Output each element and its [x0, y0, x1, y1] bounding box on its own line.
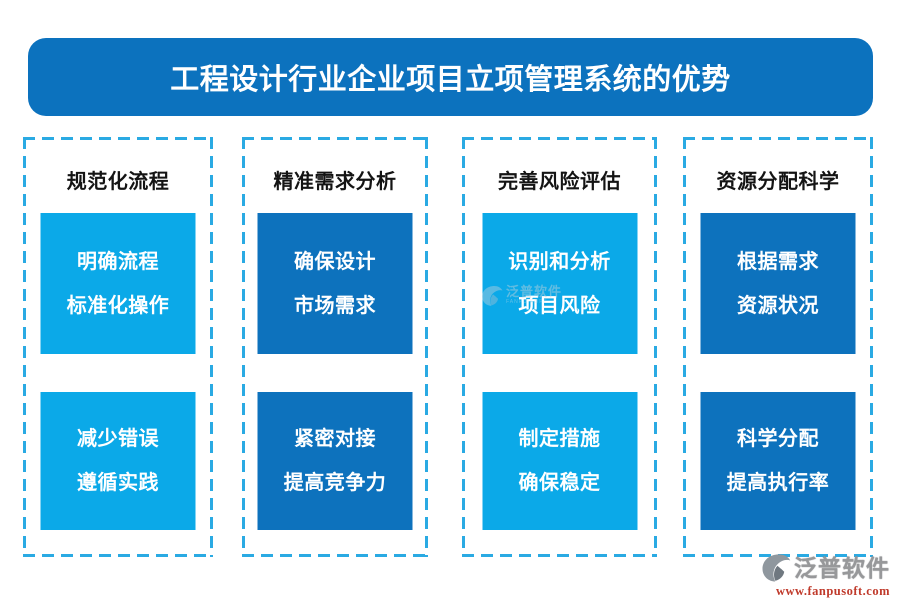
column-standardized-process: 规范化流程 明确流程 标准化操作 减少错误 遵循实践 — [23, 137, 213, 557]
feature-box: 明确流程 标准化操作 — [40, 213, 196, 354]
feature-line: 紧密对接 — [294, 428, 376, 450]
title-banner: 工程设计行业企业项目立项管理系统的优势 — [28, 38, 873, 116]
feature-line: 提高执行率 — [726, 472, 830, 494]
brand-name: 泛普软件 — [794, 554, 890, 581]
brand-url: www.fanpusoft.com — [775, 584, 890, 598]
feature-line: 标准化操作 — [66, 294, 170, 317]
fanpu-logo-icon — [762, 554, 791, 582]
column-resource-allocation: 资源分配科学 根据需求 资源状况 科学分配 提高执行率 — [683, 137, 873, 557]
feature-line: 制定措施 — [518, 428, 601, 450]
feature-line: 确保稳定 — [518, 472, 601, 494]
feature-box: 识别和分析 项目风险 — [482, 213, 637, 354]
feature-line: 明确流程 — [77, 250, 159, 273]
column-risk-assessment: 完善风险评估 识别和分析 项目风险 制定措施 确保稳定 — [462, 137, 657, 557]
feature-line: 市场需求 — [294, 294, 376, 317]
feature-box: 确保设计 市场需求 — [257, 213, 413, 354]
feature-line: 资源状况 — [737, 294, 819, 317]
column-header: 精准需求分析 — [273, 171, 397, 193]
feature-line: 项目风险 — [518, 294, 601, 317]
column-header: 完善风险评估 — [498, 171, 621, 193]
column-demand-analysis: 精准需求分析 确保设计 市场需求 紧密对接 提高竞争力 — [242, 137, 428, 557]
feature-line: 提高竞争力 — [283, 472, 387, 494]
brand-row: 泛普软件 — [760, 553, 890, 583]
feature-box: 制定措施 确保稳定 — [482, 392, 637, 530]
feature-line: 遵循实践 — [77, 472, 159, 494]
feature-line: 科学分配 — [737, 428, 819, 450]
feature-box: 紧密对接 提高竞争力 — [257, 392, 413, 530]
page-title: 工程设计行业企业项目立项管理系统的优势 — [170, 64, 731, 96]
feature-line: 识别和分析 — [508, 250, 611, 273]
feature-box: 减少错误 遵循实践 — [40, 392, 196, 530]
feature-box: 科学分配 提高执行率 — [700, 392, 856, 530]
column-header: 规范化流程 — [66, 171, 170, 193]
footer-brand: 泛普软件 www.fanpusoft.com — [760, 553, 890, 599]
feature-line: 根据需求 — [737, 250, 819, 273]
feature-line: 确保设计 — [294, 250, 376, 273]
feature-box: 根据需求 资源状况 — [700, 213, 856, 354]
column-header: 资源分配科学 — [716, 171, 840, 193]
feature-line: 减少错误 — [77, 428, 159, 450]
